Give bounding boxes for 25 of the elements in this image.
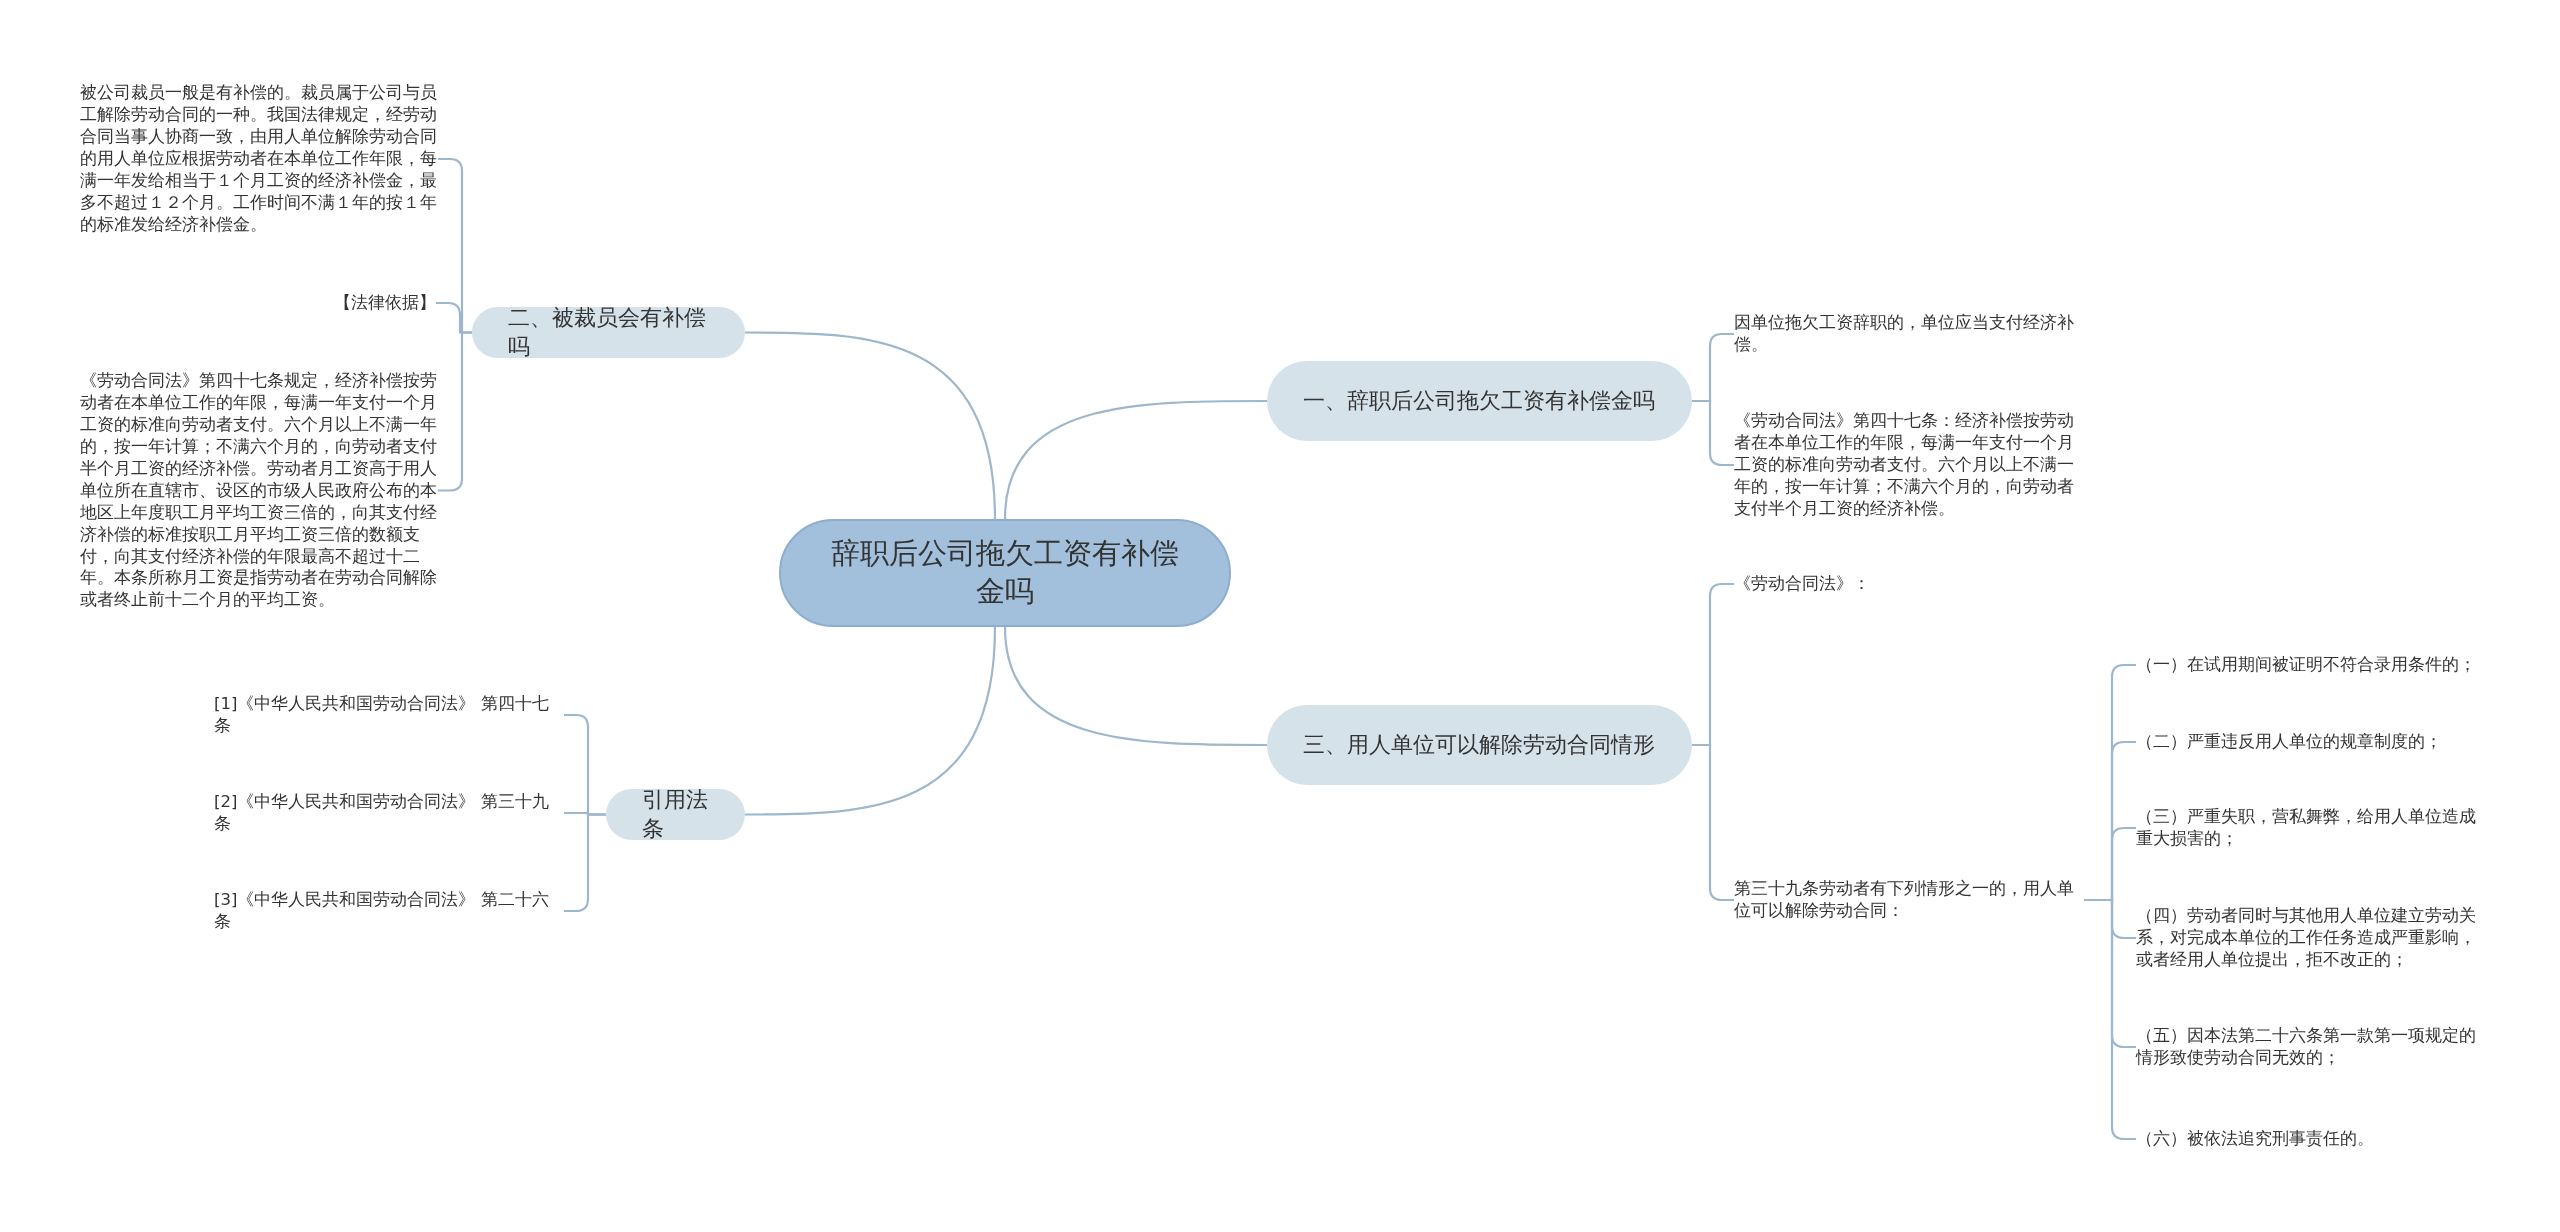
leaf-text: （五）因本法第二十六条第一款第一项规定的情形致使劳动合同无效的； (2136, 1025, 2486, 1069)
leaf-text: [2]《中华人民共和国劳动合同法》 第三十九条 (214, 791, 564, 835)
leaf-text: （二）严重违反用人单位的规章制度的； (2136, 731, 2516, 753)
leaf-text: （四）劳动者同时与其他用人单位建立劳动关系，对完成本单位的工作任务造成严重影响，或者经用人单位提出，拒不改正的； (2136, 905, 2486, 971)
branch-topic: 引用法条 (606, 789, 745, 840)
leaf-text: 《劳动合同法》第四十七条：经济补偿按劳动者在本单位工作的年限，每满一年支付一个月工资的标准向劳动者支付。六个月以上不满一年的，按一年计算；不满六个月的，向劳动者支付半个月工资的经济补偿。 (1734, 410, 2084, 520)
leaf-text: 因单位拖欠工资辞职的，单位应当支付经济补偿。 (1734, 312, 2084, 356)
leaf-text: [1]《中华人民共和国劳动合同法》 第四十七条 (214, 693, 564, 737)
connector-line (1003, 399, 1267, 520)
leaf-text: 《劳动合同法》第四十七条规定，经济补偿按劳动者在本单位工作的年限，每满一年支付一个月工资的标准向劳动者支付。六个月以上不满一年的，按一年计算；不满六个月的，向劳动者支付半个月工资的经济补偿。劳动者月工资高于用人单位所在直辖市、设区的市级人民政府公布的本地区上年度职工月平均工资三倍的，向其支付经济补偿的标准按职工月平均工资三倍的数额支付，向其支付经济补偿的年限最高不超过十二年。本条所称月工资是指劳动者在劳动合同解除或者终止前十二个月的平均工资。 (80, 370, 438, 612)
central-topic: 辞职后公司拖欠工资有补偿金吗 (779, 519, 1231, 627)
leaf-text: （三）严重失职，营私舞弊，给用人单位造成重大损害的； (2136, 806, 2486, 850)
leaf-text: （一）在试用期间被证明不符合录用条件的； (2136, 654, 2516, 676)
leaf-text: 《劳动合同法》： (1734, 573, 2084, 595)
leaf-text: 第三十九条劳动者有下列情形之一的，用人单位可以解除劳动合同： (1734, 878, 2084, 922)
leaf-text: [3]《中华人民共和国劳动合同法》 第二十六条 (214, 889, 564, 933)
branch-topic: 三、用人单位可以解除劳动合同情形 (1267, 705, 1692, 785)
branch-topic: 二、被裁员会有补偿吗 (472, 307, 745, 358)
branch-topic: 一、辞职后公司拖欠工资有补偿金吗 (1267, 361, 1692, 441)
leaf-text: （六）被依法追究刑事责任的。 (2136, 1128, 2516, 1150)
connector-line (745, 626, 997, 816)
leaf-text: 【法律依据】 (300, 292, 436, 314)
connector-line (745, 331, 997, 520)
connector-line (1003, 626, 1267, 747)
leaf-text: 被公司裁员一般是有补偿的。裁员属于公司与员工解除劳动合同的一种。我国法律规定，经劳动合同当事人协商一致，由用人单位解除劳动合同的用人单位应根据劳动者在本单位工作年限，每满一年发给相当于１个月工资的经济补偿金，最多不超过１２个月。工作时间不满１年的按１年的标准发给经济补偿金。 (80, 82, 438, 236)
